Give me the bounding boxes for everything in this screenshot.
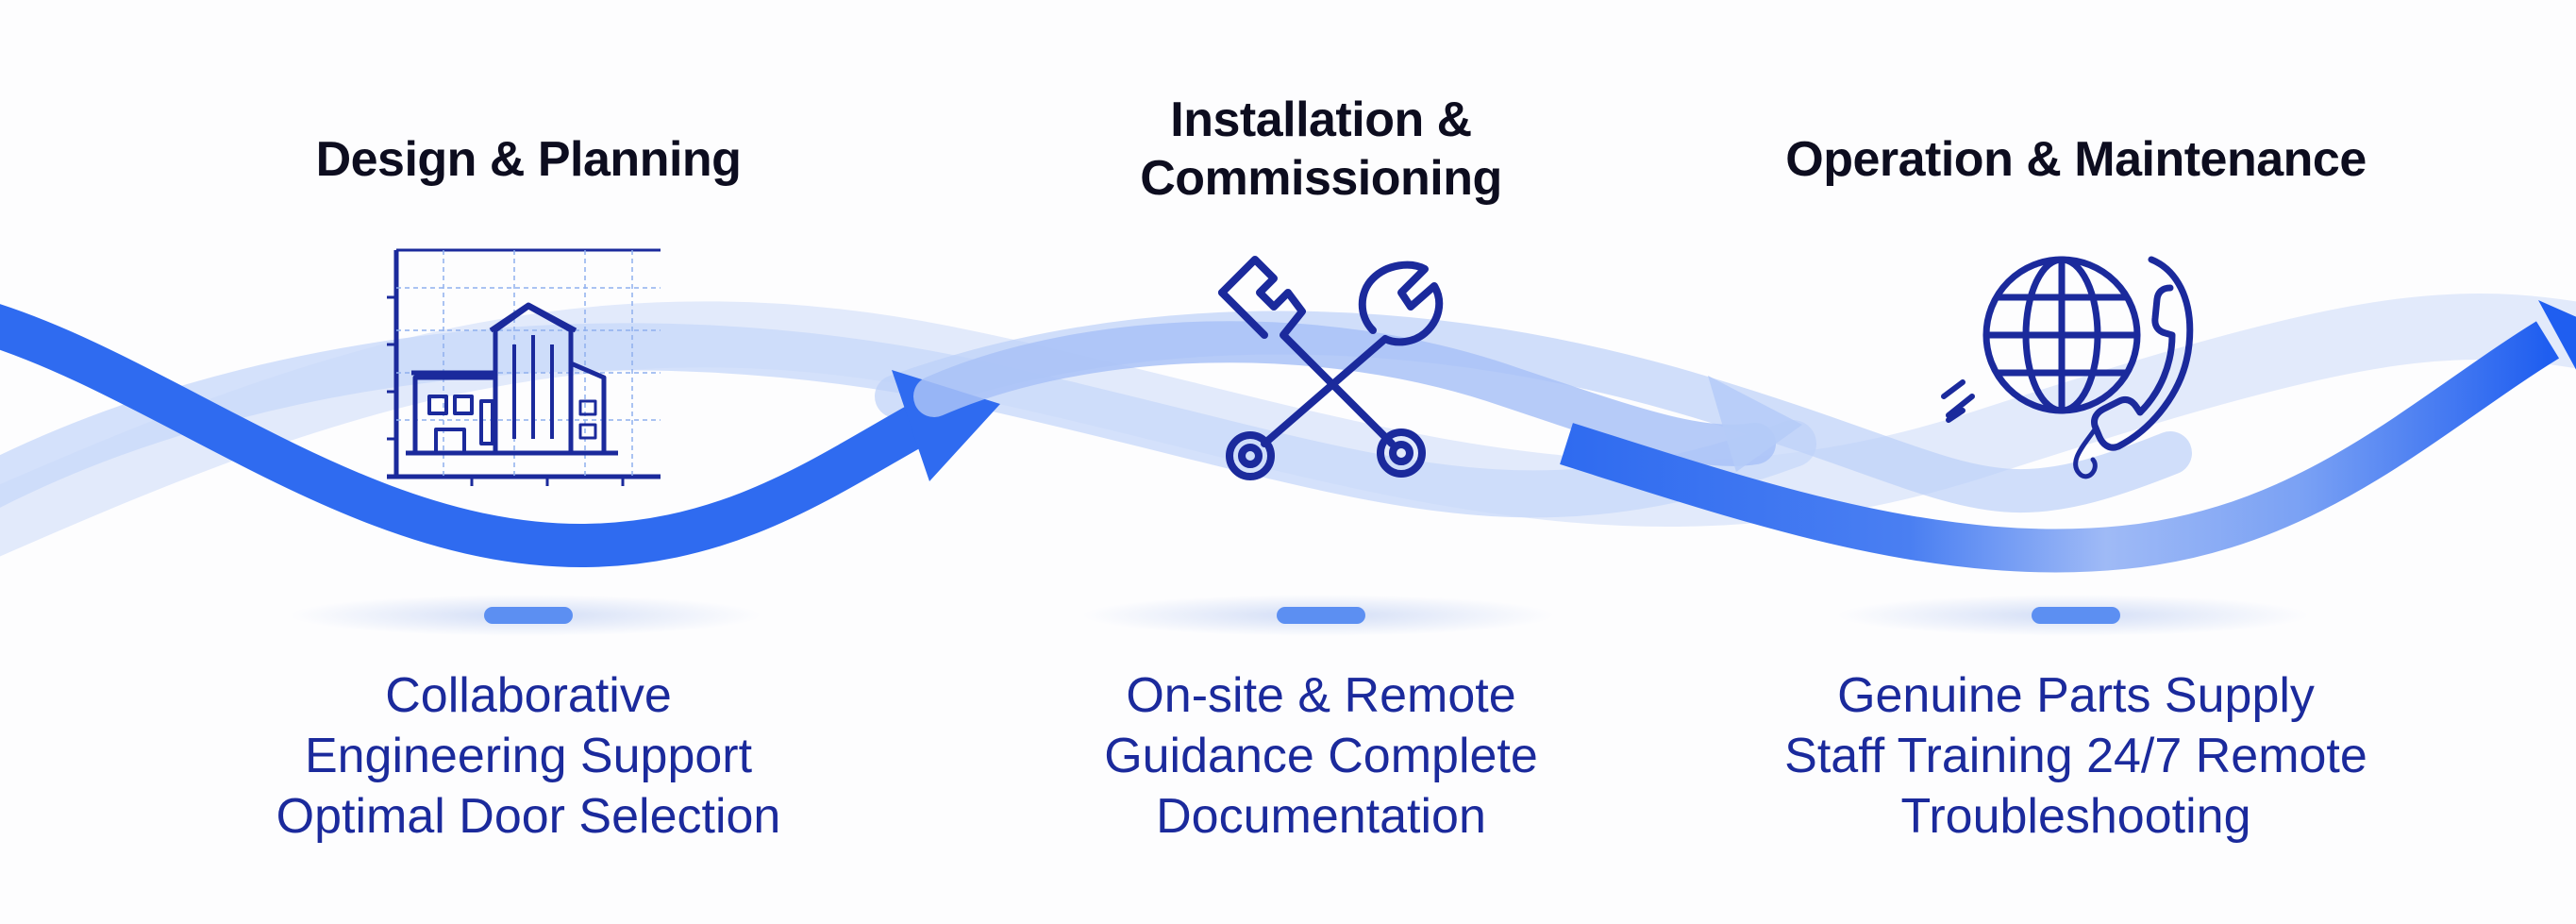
stage-design-planning: Design & Planning [104,0,953,924]
stage-divider [1277,607,1365,624]
stage-title-line: Installation & [1170,92,1472,147]
stage-title-line: Operation & Maintenance [1785,132,2367,187]
stage-title-line: Design & Planning [315,132,742,187]
arrow-2-head [1708,376,1802,472]
stage-divider [484,607,573,624]
stage-installation-commissioning: Installation & Commissioning On-site & R… [896,0,1746,924]
desc-line: Guidance Complete [1104,729,1538,783]
stage-description: Genuine Parts Supply Staff Training 24/7… [1651,665,2501,847]
stage-title: Installation & Commissioning [896,91,1746,208]
desc-line: Genuine Parts Supply [1837,668,2315,723]
desc-line: Collaborative [385,668,672,723]
blueprint-building-icon [387,248,661,486]
arrow-1-body [0,304,945,568]
stage-title: Operation & Maintenance [1651,130,2501,189]
stage-title-line: Commissioning [1140,151,1502,206]
arrow-3-head [2538,300,2576,370]
stage-divider [2032,607,2120,624]
stage-operation-maintenance: Operation & Maintenance [1651,0,2501,924]
crossed-wrenches-icon [1218,256,1444,480]
arrow-2-body [913,321,1776,466]
globe-phone-icon [1941,256,2194,479]
desc-line: Staff Training 24/7 Remote [1784,729,2367,783]
arrow-3-body [1560,321,2560,573]
stage-title: Design & Planning [104,130,953,189]
desc-line: Documentation [1156,789,1486,844]
desc-line: On-site & Remote [1126,668,1516,723]
desc-line: Engineering Support [304,729,753,783]
desc-line: Optimal Door Selection [276,789,781,844]
desc-line: Troubleshooting [1900,789,2251,844]
stage-description: On-site & Remote Guidance Complete Docum… [896,665,1746,847]
stage-description: Collaborative Engineering Support Optima… [104,665,953,847]
